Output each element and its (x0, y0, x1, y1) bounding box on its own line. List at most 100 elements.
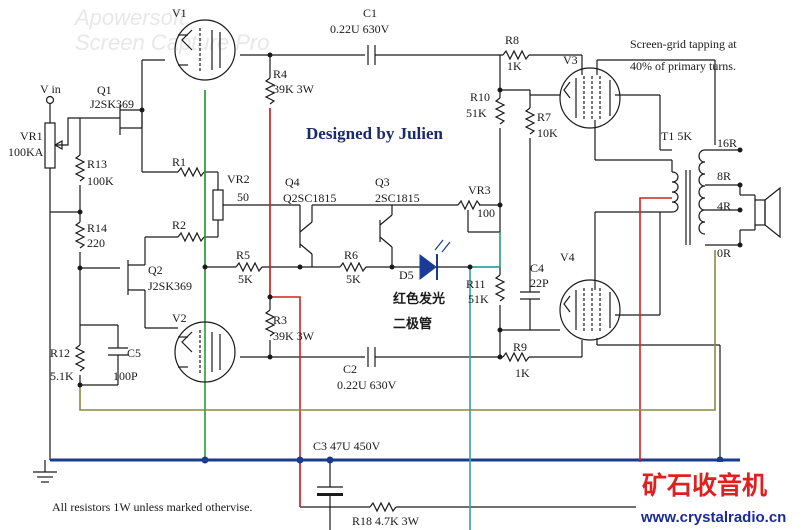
led-text-line-1: 红色发光 (393, 291, 445, 307)
tap-8r: 8R (717, 169, 731, 183)
r2-name: R2 (172, 218, 186, 232)
watermark-line-1: Apowersoft (73, 5, 186, 30)
logo-chinese: 矿石收音机 (642, 471, 767, 500)
r6-value: 5K (346, 272, 361, 286)
r11-resistor (494, 274, 506, 302)
vr3-name: VR3 (468, 183, 491, 197)
r6-resistor (339, 261, 367, 273)
vr2-value: 50 (237, 190, 249, 204)
speaker-magnet (754, 199, 766, 226)
q3-value: 2SC1815 (375, 191, 420, 205)
r12-name: R12 (50, 346, 70, 360)
vr1-pot (44, 122, 56, 169)
logo-url: www.crystalradio.cn (640, 509, 786, 526)
v1-label: V1 (172, 6, 187, 20)
tap-0r: 0R (717, 246, 731, 260)
vr2-pot (212, 189, 224, 221)
c5-name: C5 (127, 346, 141, 360)
r3-name: R3 (273, 313, 287, 327)
vr1-value: 100KA (8, 145, 44, 159)
r14-value: 220 (87, 236, 105, 250)
r12-value: 5.1K (50, 369, 74, 383)
r10-name: R10 (470, 90, 490, 104)
r1-resistor (177, 166, 205, 178)
colored-nets (79, 90, 716, 530)
r4-name: R4 (273, 67, 287, 81)
r11-value: 51K (468, 292, 489, 306)
r1-name: R1 (172, 155, 186, 169)
v4-label: V4 (560, 250, 575, 264)
c3-label: C3 47U 450V (313, 439, 381, 453)
r2-resistor (177, 231, 205, 243)
r4-value: 39K 3W (273, 82, 315, 96)
vr3-pot (457, 199, 481, 211)
d5-led (419, 254, 437, 280)
q2-value: J2SK369 (148, 279, 192, 293)
r7-resistor (524, 107, 536, 135)
vr1-name: VR1 (20, 129, 43, 143)
vin-label: V in (40, 82, 61, 96)
r8-resistor (502, 49, 530, 61)
designer-title: Designed by Julien (306, 124, 444, 143)
r6-name: R6 (344, 248, 358, 262)
footnote: All resistors 1W unless marked othervise… (52, 500, 252, 514)
r3-value: 39K 3W (273, 329, 315, 343)
t1-label: T1 5K (661, 129, 692, 143)
c3-plate-bottom (317, 493, 343, 496)
r9-resistor (502, 351, 530, 363)
r10-resistor (494, 97, 506, 125)
v3-label: V3 (563, 53, 578, 67)
r13-value: 100K (87, 174, 114, 188)
c2-value: 0.22U 630V (337, 378, 397, 392)
c4-value: 22P (530, 276, 549, 290)
r4-resistor (264, 77, 276, 105)
q1-name: Q1 (97, 83, 112, 97)
v2-label: V2 (172, 311, 187, 325)
c1-value: 0.22U 630V (330, 22, 390, 36)
vr3-value: 100 (477, 206, 495, 220)
tube-v2 (174, 321, 236, 383)
r12-resistor (74, 344, 86, 372)
r8-name: R8 (505, 33, 519, 47)
q2-name: Q2 (148, 263, 163, 277)
tube-v3 (559, 67, 621, 129)
junction-dots (77, 52, 743, 464)
r18-label: R18 4.7K 3W (352, 514, 420, 528)
r13-resistor (74, 154, 86, 182)
tap-16r: 16R (717, 136, 737, 150)
tap-4r: 4R (717, 199, 731, 213)
screen-grid-note-line-1: Screen-grid tapping at (630, 37, 737, 51)
q4-value: Q2SC1815 (283, 191, 336, 205)
q1-value: J2SK369 (90, 97, 134, 111)
vr2-name: VR2 (227, 172, 250, 186)
r5-resistor (235, 261, 263, 273)
c5-value: 100P (113, 369, 138, 383)
r8-value: 1K (507, 59, 522, 73)
r3-resistor (264, 309, 276, 337)
t1-primary (671, 171, 679, 213)
d5-name: D5 (399, 268, 414, 282)
r7-name: R7 (537, 110, 551, 124)
r5-value: 5K (238, 272, 253, 286)
led-text-line-2: 二极管 (393, 316, 432, 332)
logo-backdrop (636, 462, 810, 530)
r5-name: R5 (236, 248, 250, 262)
r14-resistor (74, 221, 86, 249)
screen-grid-note-line-2: 40% of primary turns. (630, 59, 736, 73)
q3-name: Q3 (375, 175, 390, 189)
r13-name: R13 (87, 157, 107, 171)
wiring (33, 45, 781, 530)
watermark-line-2: Screen Capture Pro (75, 30, 269, 55)
r14-name: R14 (87, 221, 107, 235)
c2-name: C2 (343, 362, 357, 376)
r10-value: 51K (466, 106, 487, 120)
r7-value: 10K (537, 126, 558, 140)
r9-value: 1K (515, 366, 530, 380)
c1-name: C1 (363, 6, 377, 20)
r11-name: R11 (466, 277, 486, 291)
tube-v1 (174, 19, 236, 81)
vin-terminal (45, 95, 55, 105)
speaker-cone (764, 186, 781, 239)
r9-name: R9 (513, 340, 527, 354)
